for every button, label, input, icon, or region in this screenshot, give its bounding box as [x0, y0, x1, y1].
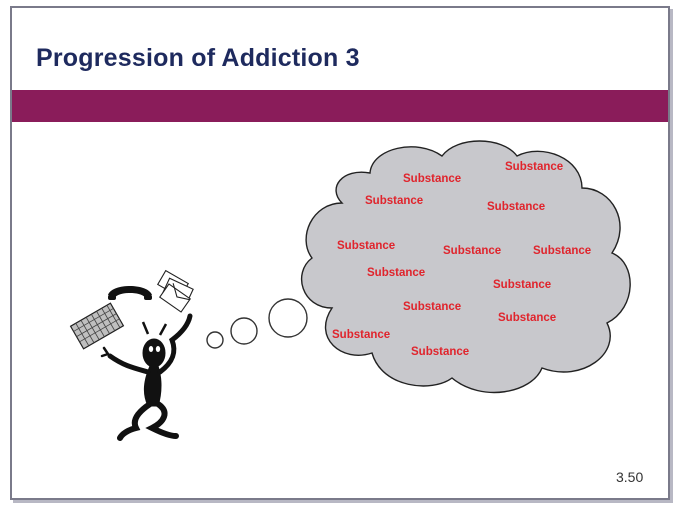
cloud-word: Substance: [443, 245, 502, 257]
slide: Progression of Addiction 3: [10, 6, 670, 500]
cloud-word: Substance: [337, 240, 396, 252]
keyboard-icon: [69, 302, 125, 350]
thought-bubble-medium: [230, 317, 258, 345]
thought-bubble-small: [206, 331, 224, 349]
stick-figure: [100, 313, 193, 441]
envelopes-icon: [156, 269, 194, 313]
cloud-word: Substance: [493, 279, 552, 291]
title-bar: [12, 90, 668, 122]
illustration: [69, 140, 631, 441]
cloud-word: Substance: [498, 312, 557, 324]
thought-cloud: [301, 140, 631, 394]
cloud-word: Substance: [332, 329, 391, 341]
telephone-icon: [108, 286, 152, 300]
cloud-word: Substance: [505, 161, 564, 173]
cloud-word: Substance: [403, 301, 462, 313]
thought-bubble-large: [268, 298, 308, 338]
cloud-word: Substance: [367, 267, 426, 279]
page-number: 3.50: [616, 469, 644, 485]
cloud-word: Substance: [411, 346, 470, 358]
cloud-word: Substance: [487, 201, 546, 213]
cloud-word: Substance: [533, 245, 592, 257]
cloud-word: Substance: [403, 173, 462, 185]
cloud-word: Substance: [365, 195, 424, 207]
slide-title: Progression of Addiction 3: [36, 44, 360, 72]
